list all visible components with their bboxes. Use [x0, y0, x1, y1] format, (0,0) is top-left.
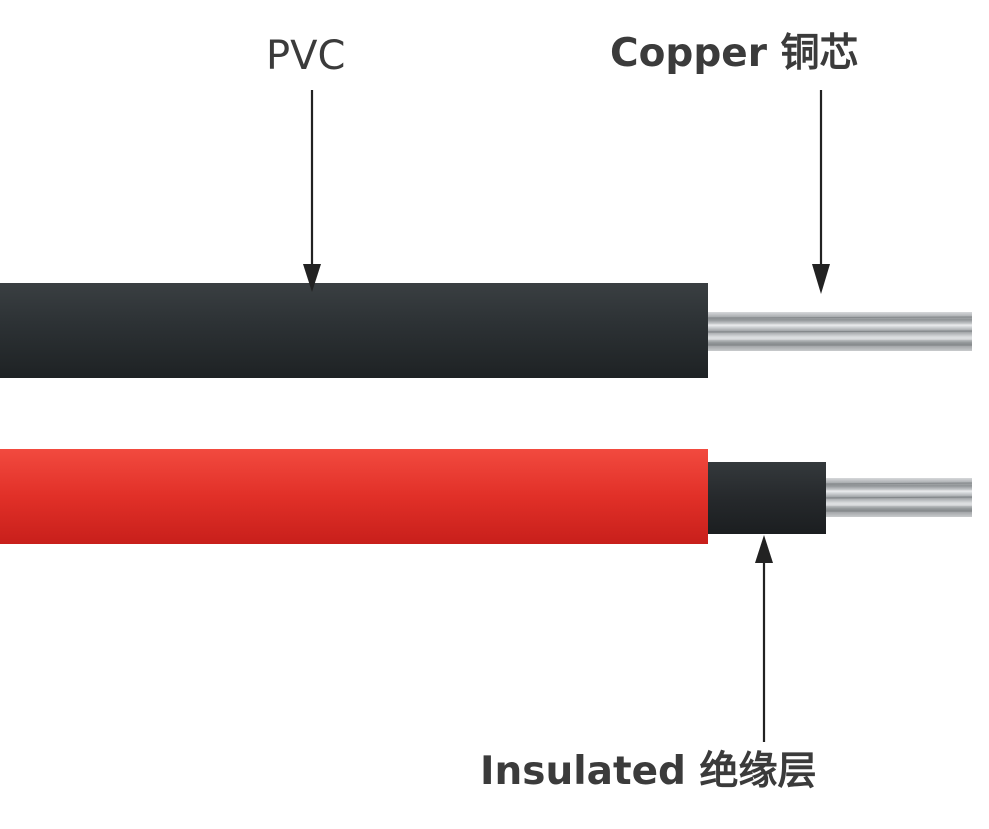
- pvc-arrow: [303, 90, 321, 292]
- black-cable-copper-strands: [707, 316, 973, 346]
- red-cable: [0, 449, 973, 544]
- copper-arrow: [812, 90, 830, 294]
- insulated-arrow: [755, 535, 773, 742]
- copper-arrowhead: [812, 264, 830, 294]
- red-pvc-jacket: [0, 449, 708, 544]
- black-cable: [0, 283, 973, 378]
- insulated-label: Insulated 绝缘层: [480, 749, 817, 794]
- pvc-arrowhead: [303, 264, 321, 292]
- black-insulation-layer: [708, 462, 826, 534]
- insulated-arrowhead: [755, 535, 773, 563]
- pvc-label: PVC: [266, 33, 346, 79]
- black-pvc-jacket: [0, 283, 708, 378]
- copper-label: Copper 铜芯: [610, 31, 859, 76]
- red-cable-copper-strands: [825, 482, 973, 512]
